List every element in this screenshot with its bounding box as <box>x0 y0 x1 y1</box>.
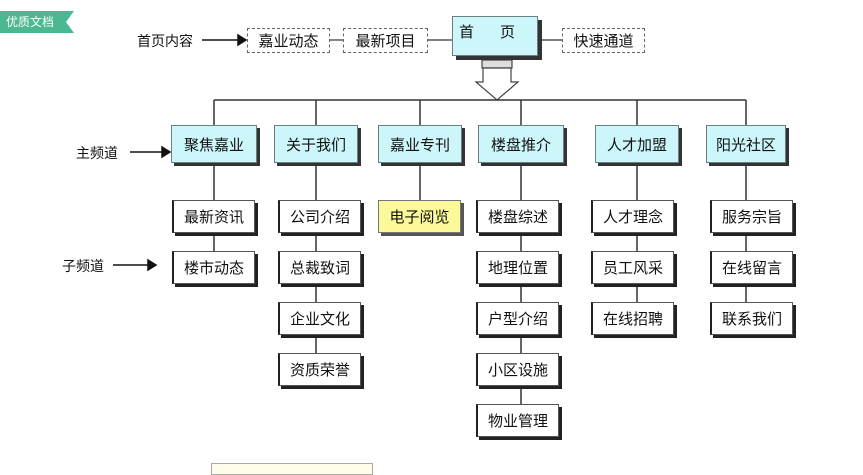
subchannel-1-2[interactable]: 企业文化 <box>278 302 361 335</box>
sub-channel-label: 子频道 <box>62 259 104 275</box>
main-channel-label: 主频道 <box>76 146 118 162</box>
channel-4[interactable]: 人才加盟 <box>595 125 679 163</box>
subchannel-1-3[interactable]: 资质荣誉 <box>278 353 361 386</box>
subchannel-5-0[interactable]: 服务宗旨 <box>710 200 793 233</box>
home-content-label: 首页内容 <box>137 34 193 50</box>
subchannel-0-1[interactable]: 楼市动态 <box>172 251 255 284</box>
top-item-quick-access[interactable]: 快速通道 <box>562 28 645 53</box>
main-channel-arrowhead <box>161 145 172 159</box>
home-char-2: 页 <box>500 23 516 41</box>
home-box[interactable]: 首页 <box>452 16 538 56</box>
down-arrow-icon <box>474 59 520 101</box>
subchannel-3-2[interactable]: 户型介绍 <box>476 302 559 335</box>
subchannel-0-0[interactable]: 最新资讯 <box>172 200 255 233</box>
channel-0[interactable]: 聚焦嘉业 <box>171 125 257 163</box>
channel-5[interactable]: 阳光社区 <box>706 125 786 163</box>
home-char-1: 首 <box>459 23 475 41</box>
sub-channel-arrowhead <box>147 258 158 272</box>
subchannel-5-2[interactable]: 联系我们 <box>710 302 793 335</box>
channel-3[interactable]: 楼盘推介 <box>478 125 564 163</box>
subchannel-4-0[interactable]: 人才理念 <box>591 200 674 233</box>
top-item-jiaye-news[interactable]: 嘉业动态 <box>247 28 330 53</box>
subchannel-3-1[interactable]: 地理位置 <box>476 251 559 284</box>
subchannel-3-0[interactable]: 楼盘综述 <box>476 200 559 233</box>
channel-2[interactable]: 嘉业专刊 <box>378 125 462 163</box>
channel-1[interactable]: 关于我们 <box>274 125 358 163</box>
top-item-latest-projects[interactable]: 最新项目 <box>343 28 428 53</box>
subchannel-3-4[interactable]: 物业管理 <box>476 404 559 437</box>
home-content-arrowhead <box>237 33 248 47</box>
quality-doc-badge: 优质文档 <box>0 11 74 33</box>
subchannel-4-2[interactable]: 在线招聘 <box>591 302 674 335</box>
subchannel-3-3[interactable]: 小区设施 <box>476 353 559 386</box>
subchannel-4-1[interactable]: 员工风采 <box>591 251 674 284</box>
subchannel-1-0[interactable]: 公司介绍 <box>278 200 361 233</box>
partial-box <box>211 463 373 475</box>
subchannel-2-0[interactable]: 电子阅览 <box>378 200 461 233</box>
subchannel-5-1[interactable]: 在线留言 <box>710 251 793 284</box>
subchannel-1-1[interactable]: 总裁致词 <box>278 251 361 284</box>
